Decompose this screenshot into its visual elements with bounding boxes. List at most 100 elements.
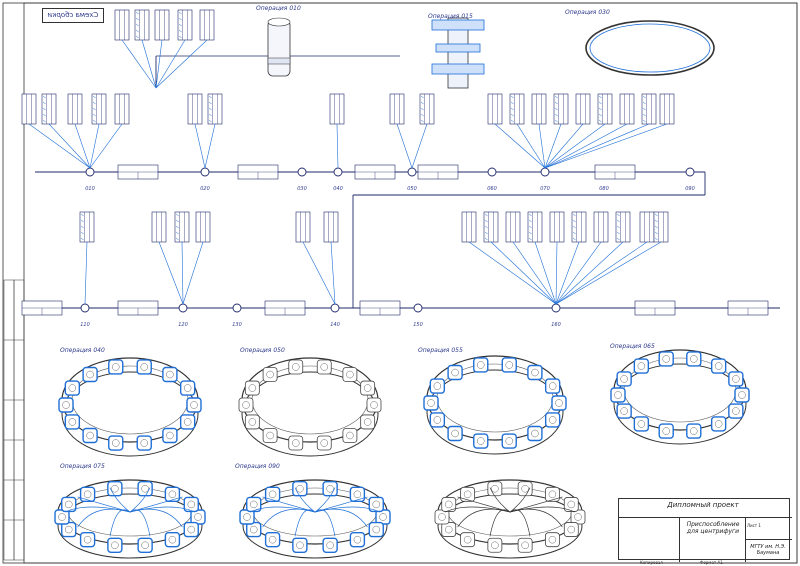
assembly-node — [407, 167, 417, 177]
part-box — [549, 211, 565, 243]
assembly-node — [80, 303, 90, 313]
operation-label-op075: Операция 075 — [60, 463, 105, 470]
part-box — [597, 93, 613, 125]
operation-label-op040: Операция 040 — [60, 347, 105, 354]
drawing-frame — [23, 2, 798, 564]
operation-box — [354, 164, 396, 180]
node-number: 140 — [330, 322, 340, 328]
part-box — [329, 93, 345, 125]
title-block-divider — [619, 517, 792, 518]
operation-box — [634, 300, 676, 316]
assembly-node — [85, 167, 95, 177]
operation-box — [727, 300, 769, 316]
ring-assembly — [434, 479, 586, 559]
title-block-organization: МГТУ им. Н.Э. Баумана — [750, 544, 786, 556]
part-box — [619, 93, 635, 125]
part-box — [531, 93, 547, 125]
part-box — [114, 9, 130, 41]
part-box — [114, 93, 130, 125]
operation-box — [264, 300, 306, 316]
assembly-node — [540, 167, 550, 177]
title-block-divider — [679, 517, 680, 562]
part-box — [641, 93, 657, 125]
assembly-node — [685, 167, 695, 177]
ring-assembly-views — [54, 349, 750, 559]
operation-box — [417, 164, 459, 180]
hub-part-image — [431, 17, 485, 89]
assembly-node — [178, 303, 188, 313]
part-connection-fans — [21, 9, 769, 316]
operation-box — [21, 300, 63, 316]
left-margin-strips — [3, 279, 25, 561]
part-box — [389, 93, 405, 125]
node-number: 160 — [551, 322, 561, 328]
assembly-node — [333, 167, 343, 177]
part-box — [461, 211, 477, 243]
ring-assembly — [54, 479, 206, 559]
node-number: 030 — [297, 186, 307, 192]
part-box — [571, 211, 587, 243]
part-box — [195, 211, 211, 243]
ring-assembly — [423, 355, 567, 455]
part-box — [67, 93, 83, 125]
operation-box — [117, 300, 159, 316]
assembly-node — [330, 303, 340, 313]
operation-label-op050: Операция 050 — [240, 347, 285, 354]
operation-label-op055: Операция 055 — [418, 347, 463, 354]
operation-label-op010: Операция 010 — [256, 5, 301, 12]
format-label: Формат А1 — [700, 560, 723, 565]
part-box — [509, 93, 525, 125]
operation-label-op090: Операция 090 — [235, 463, 280, 470]
ring-assembly — [610, 349, 750, 445]
part-box — [154, 9, 170, 41]
node-number: 110 — [80, 322, 90, 328]
title-block-divider — [745, 539, 792, 540]
part-box — [41, 93, 57, 125]
part-box — [295, 211, 311, 243]
operation-box — [117, 164, 159, 180]
node-number: 060 — [487, 186, 497, 192]
part-box — [79, 211, 95, 243]
part-box — [593, 211, 609, 243]
part-box — [207, 93, 223, 125]
node-number: 130 — [232, 322, 242, 328]
operation-label-op065: Операция 065 — [610, 343, 655, 350]
ring-part-image — [585, 20, 715, 76]
operation-box — [594, 164, 636, 180]
node-number: 120 — [178, 322, 188, 328]
title-block-document: Дипломный проект — [667, 501, 739, 509]
part-box — [21, 93, 37, 125]
operation-label-op015: Операция 015 — [428, 13, 473, 20]
ring-assembly — [238, 357, 382, 457]
part-box — [177, 9, 193, 41]
assembly-node — [551, 303, 561, 313]
node-number: 070 — [540, 186, 550, 192]
node-number: 090 — [685, 186, 695, 192]
node-number: 020 — [200, 186, 210, 192]
part-box — [527, 211, 543, 243]
assembly-node — [200, 167, 210, 177]
ring-assembly — [239, 479, 391, 559]
part-box — [615, 211, 631, 243]
assembly-node — [487, 167, 497, 177]
operation-label-op030: Операция 030 — [565, 9, 610, 16]
part-box — [659, 93, 675, 125]
part-box — [174, 211, 190, 243]
node-number: 040 — [333, 186, 343, 192]
ring-assembly — [58, 357, 202, 457]
node-number: 050 — [407, 186, 417, 192]
part-box — [487, 93, 503, 125]
assembly-node — [413, 303, 423, 313]
part-box — [151, 211, 167, 243]
operation-box — [359, 300, 401, 316]
part-box — [199, 9, 215, 41]
part-box — [639, 211, 655, 243]
part-box — [134, 9, 150, 41]
part-box — [187, 93, 203, 125]
assembly-node — [232, 303, 242, 313]
title-block-sheet: Лист 1 — [747, 523, 761, 528]
